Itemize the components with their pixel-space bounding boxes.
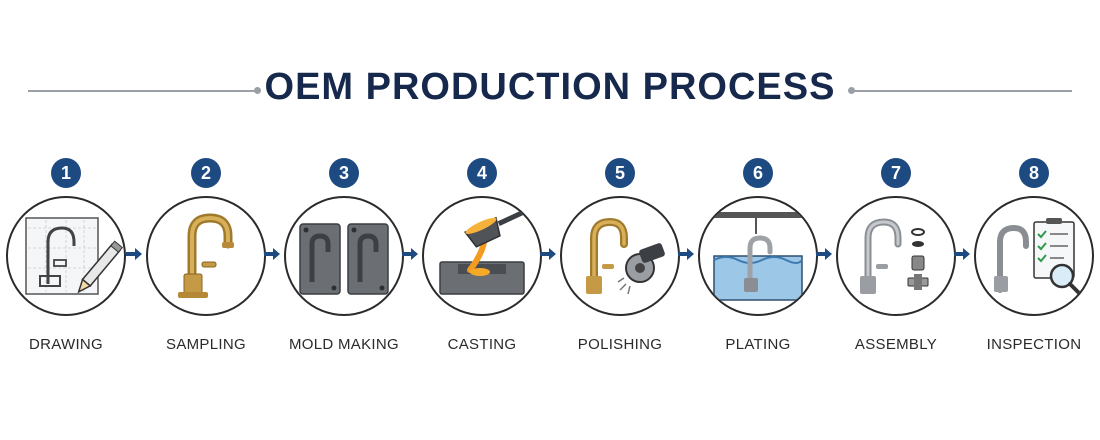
arrow-right-icon <box>954 247 970 261</box>
step-label: SAMPLING <box>166 336 246 353</box>
arrow-right-icon <box>126 247 142 261</box>
page-title: OEM PRODUCTION PROCESS <box>264 66 836 108</box>
step-plating: 6 PLATING <box>698 158 818 358</box>
title-divider-dot-right <box>848 87 855 94</box>
step-label: ASSEMBLY <box>854 336 938 353</box>
step-illustration <box>974 196 1094 316</box>
faucet-parts-icon <box>860 218 929 294</box>
step-label: DRAWING <box>28 336 104 353</box>
arrow-right-icon <box>540 247 556 261</box>
step-label: CASTING <box>447 336 517 353</box>
plating-tank-icon <box>708 212 808 301</box>
step-number-badge: 6 <box>743 158 773 188</box>
step-label: MOLD MAKING <box>289 336 399 353</box>
step-illustration <box>6 196 126 316</box>
step-sampling: 2 SAMPLING <box>146 158 266 358</box>
step-casting: 4 CASTING <box>422 158 542 358</box>
polishing-wheel-icon <box>586 217 665 295</box>
step-illustration <box>422 196 542 316</box>
step-number-badge: 4 <box>467 158 497 188</box>
step-illustration <box>836 196 956 316</box>
blueprint-pencil-icon <box>25 217 124 295</box>
step-illustration <box>146 196 266 316</box>
arrow-right-icon <box>264 247 280 261</box>
step-label: PLATING <box>725 336 791 353</box>
checklist-magnifier-icon <box>994 218 1082 296</box>
step-drawing: 1 DRAWING <box>6 158 126 358</box>
arrow-right-icon <box>402 247 418 261</box>
ladle-pour-icon <box>439 208 527 295</box>
step-mold-making: 3 MOLD MAKING <box>284 158 404 358</box>
step-number-badge: 7 <box>881 158 911 188</box>
step-number-badge: 8 <box>1019 158 1049 188</box>
arrow-right-icon <box>816 247 832 261</box>
step-polishing: 5 POLISHING <box>560 158 680 358</box>
step-label: INSPECTION <box>986 336 1082 353</box>
step-number-badge: 5 <box>605 158 635 188</box>
title-divider-right <box>852 90 1072 92</box>
mold-icon <box>299 223 389 295</box>
step-assembly: 7 ASSEMBLY <box>836 158 956 358</box>
title-divider-left <box>28 90 256 92</box>
title-divider-dot-left <box>254 87 261 94</box>
step-label: POLISHING <box>577 336 663 353</box>
step-number-badge: 2 <box>191 158 221 188</box>
title-row: OEM PRODUCTION PROCESS <box>0 60 1100 120</box>
step-inspection: 8 INSPECTION <box>974 158 1094 358</box>
step-illustration <box>698 196 818 316</box>
step-number-badge: 3 <box>329 158 359 188</box>
arrow-right-icon <box>678 247 694 261</box>
step-number-badge: 1 <box>51 158 81 188</box>
step-illustration <box>284 196 404 316</box>
step-illustration <box>560 196 680 316</box>
brass-faucet-icon <box>178 213 234 298</box>
